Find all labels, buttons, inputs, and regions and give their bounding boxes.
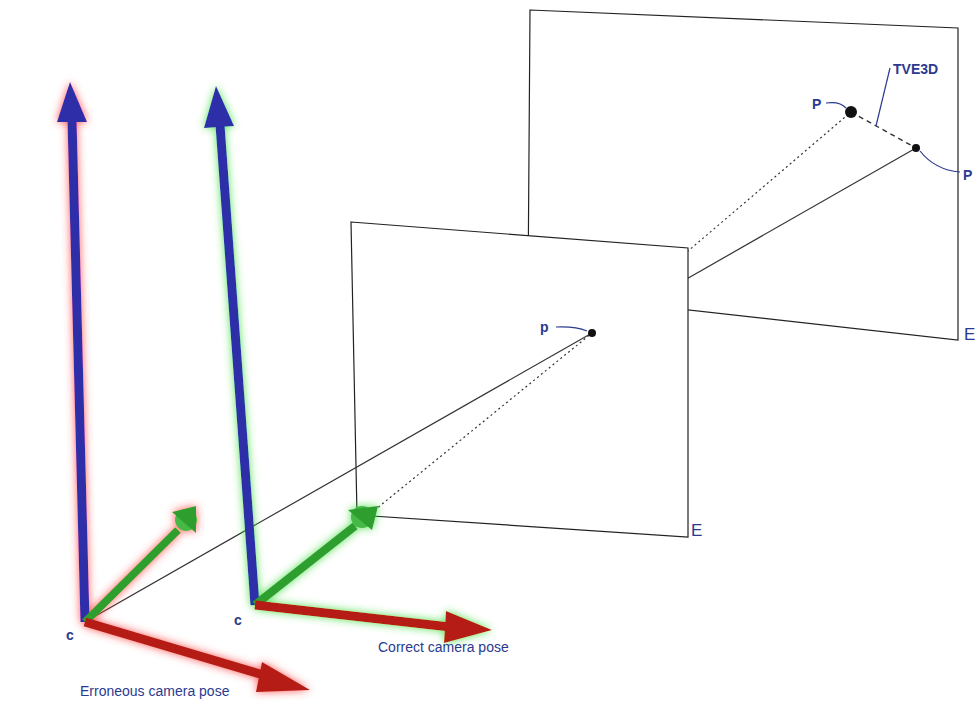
image-point xyxy=(588,329,596,337)
correct-camera xyxy=(204,86,492,643)
plane-outline xyxy=(350,220,692,540)
leader-line xyxy=(556,327,587,331)
point-label: P xyxy=(812,97,821,111)
pose-caption: Correct camera pose xyxy=(378,640,509,654)
point-label: P xyxy=(963,168,972,182)
camera-center-label: c xyxy=(234,613,242,627)
error-label: TVE3D xyxy=(893,62,938,76)
point-label: p xyxy=(540,320,549,334)
pose-caption: Erroneous camera pose xyxy=(80,684,229,698)
erroneous-ray xyxy=(92,333,592,618)
plane-label: E xyxy=(691,522,702,539)
camera-center-label: c xyxy=(66,628,74,642)
erroneous-camera xyxy=(57,82,310,692)
plane-label: E xyxy=(964,326,975,343)
image-plane: pE xyxy=(350,220,692,540)
